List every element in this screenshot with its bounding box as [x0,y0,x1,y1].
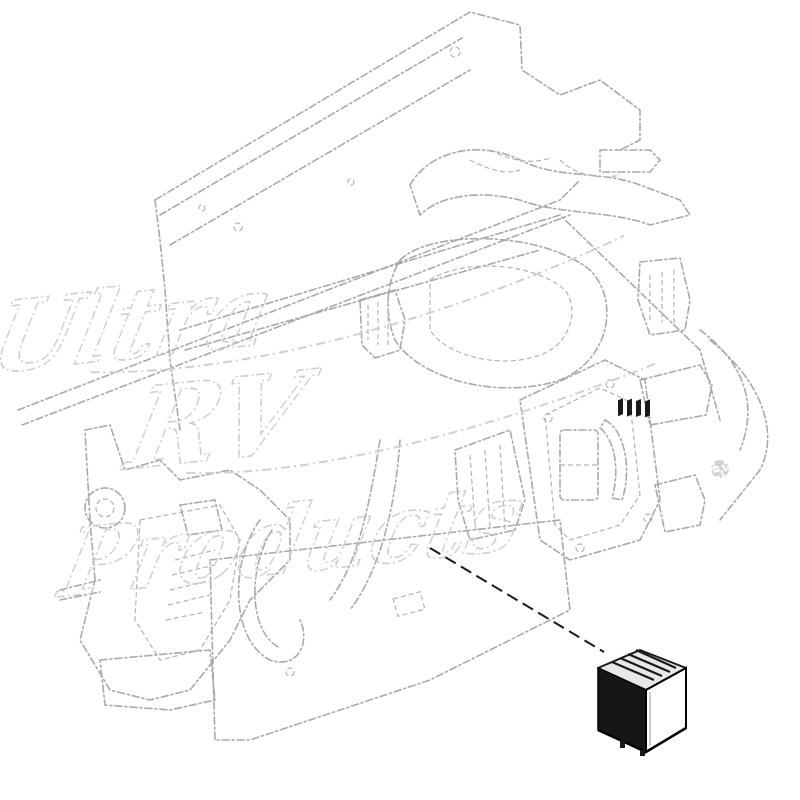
watermark: Ultra RV Products ® [0,234,733,621]
watermark-registered-mark: ® [708,456,733,484]
dial [599,419,628,501]
upper-hose [409,149,691,226]
bracket-panel [154,11,641,201]
bracket-panel-lower-edge [154,199,181,431]
valve-body-inner [134,504,241,661]
phantom-assembly [17,11,769,741]
control-module [519,359,661,561]
upper-hose-ribs [469,149,621,178]
right-wiring [699,329,769,521]
relay-top-detail [611,648,677,682]
relay-terminal [636,399,641,418]
long-crossbar [17,179,581,426]
bracket-flange [159,37,471,246]
hose-loop [237,519,305,663]
relay-terminal [645,399,650,418]
module-screw [543,413,553,423]
connector-upper-left [359,289,406,359]
bracket-hole [198,204,206,212]
relay-bottom-pin [640,750,645,756]
center-housing [387,237,608,389]
connector-upper-left-pins [367,300,389,348]
leader-line [429,547,605,653]
relay-terminals [618,398,650,418]
lower-panel [209,519,571,741]
relay-terminal [618,398,623,417]
connector-right-lower [654,474,706,533]
bracket-hole [347,178,355,186]
valve-knob-center [95,498,115,518]
vertical-harness [329,439,401,611]
relay-terminal [627,398,632,417]
relay-bottom-pin [620,740,625,748]
center-housing-inner [429,265,573,362]
hose-coupling [599,149,661,173]
connector-center [454,429,526,541]
watermark-swoosh [90,234,658,475]
connector-right [639,364,713,426]
panel-slot [392,590,426,618]
module-screw [605,379,615,389]
control-module-face [544,387,641,541]
bracket-hole [449,46,461,58]
watermark-line-2: RV [114,344,327,497]
connector-upper-right [637,257,691,336]
relay-part[interactable] [597,398,687,756]
valve-base [99,649,216,711]
module-screw [575,543,585,553]
valve-fins [165,549,216,621]
module-screw [643,513,653,523]
valve-pipe [59,579,101,601]
connector-center-pins [469,444,506,531]
relay-base-lip [597,726,687,754]
connector-upper-right-pins [649,270,675,325]
valve-body [79,424,291,701]
hose-clip [179,499,223,536]
valve-knob [84,487,126,529]
panel-hole [285,667,295,677]
bracket-hole [233,222,243,232]
